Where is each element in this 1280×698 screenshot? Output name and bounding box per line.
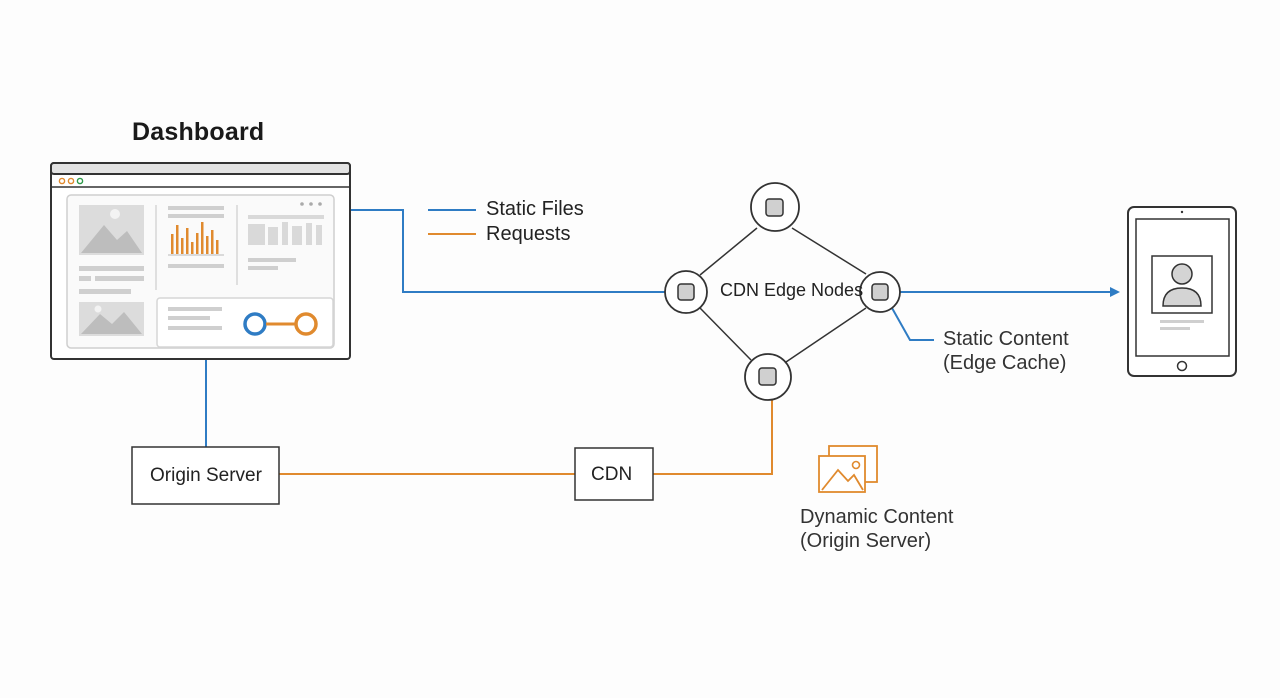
legend-requests-label: Requests [486, 223, 571, 245]
static-content-line-2: (Edge Cache) [943, 352, 1067, 374]
origin-server-box [131, 446, 280, 505]
static-content-line-1: Static Content [943, 328, 1069, 350]
connection-lines [205, 209, 1120, 475]
static-line-dashboard-to-edge [350, 209, 665, 293]
tablet-icon [1127, 206, 1237, 377]
image-stack-icon [818, 445, 878, 493]
edge-node-left [664, 270, 708, 314]
cdn-label: CDN [591, 464, 633, 485]
dynamic-content-line-2: (Origin Server) [800, 530, 932, 552]
edge-nodes-label: CDN Edge Nodes [720, 280, 864, 300]
origin-server-label: Origin Server [150, 465, 262, 486]
edge-node-right [859, 271, 901, 313]
dynamic-content-line-1: Dynamic Content [800, 506, 954, 528]
cdn-box [574, 447, 654, 501]
page-title: Dashboard [132, 118, 265, 146]
edge-node-top [750, 182, 800, 232]
edge-node-network [664, 182, 901, 401]
request-line-cdn-to-edge [653, 398, 773, 475]
legend-static-label: Static Files [486, 198, 584, 220]
dynamic-content-note: Dynamic Content (Origin Server) [800, 505, 953, 553]
dashboard-window-icon [50, 162, 351, 360]
static-content-note: Static Content (Edge Cache) [943, 327, 1069, 375]
static-content-callout-line [891, 307, 934, 341]
user-avatar-icon [1151, 255, 1213, 314]
edge-node-bottom [744, 353, 792, 401]
